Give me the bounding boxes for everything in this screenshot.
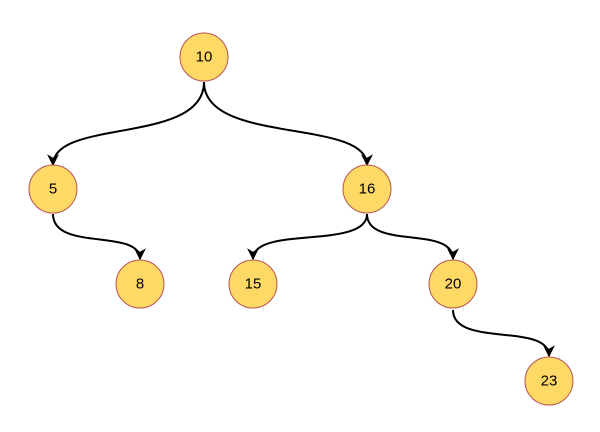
edge-16-20 [366,213,459,261]
node-23: 23 [524,356,574,406]
edge-10-16 [203,81,373,167]
node-16: 16 [342,164,392,214]
node-8: 8 [115,259,165,309]
node-10-label: 10 [196,49,213,66]
nodes: 10 5 16 8 15 20 23 [28,32,574,406]
edge-20-23 [452,309,555,358]
node-20: 20 [428,259,478,309]
node-23-label: 23 [541,373,558,390]
node-5: 5 [28,164,78,214]
node-20-label: 20 [445,276,462,293]
node-10: 10 [179,32,229,82]
edge-10-5 [47,81,205,167]
node-5-label: 5 [49,181,57,198]
node-15-label: 15 [245,276,262,293]
edge-16-15 [247,213,368,261]
node-15: 15 [228,259,278,309]
edge-5-8 [52,213,146,261]
node-8-label: 8 [136,276,144,293]
node-16-label: 16 [359,181,376,198]
edges [47,81,555,358]
